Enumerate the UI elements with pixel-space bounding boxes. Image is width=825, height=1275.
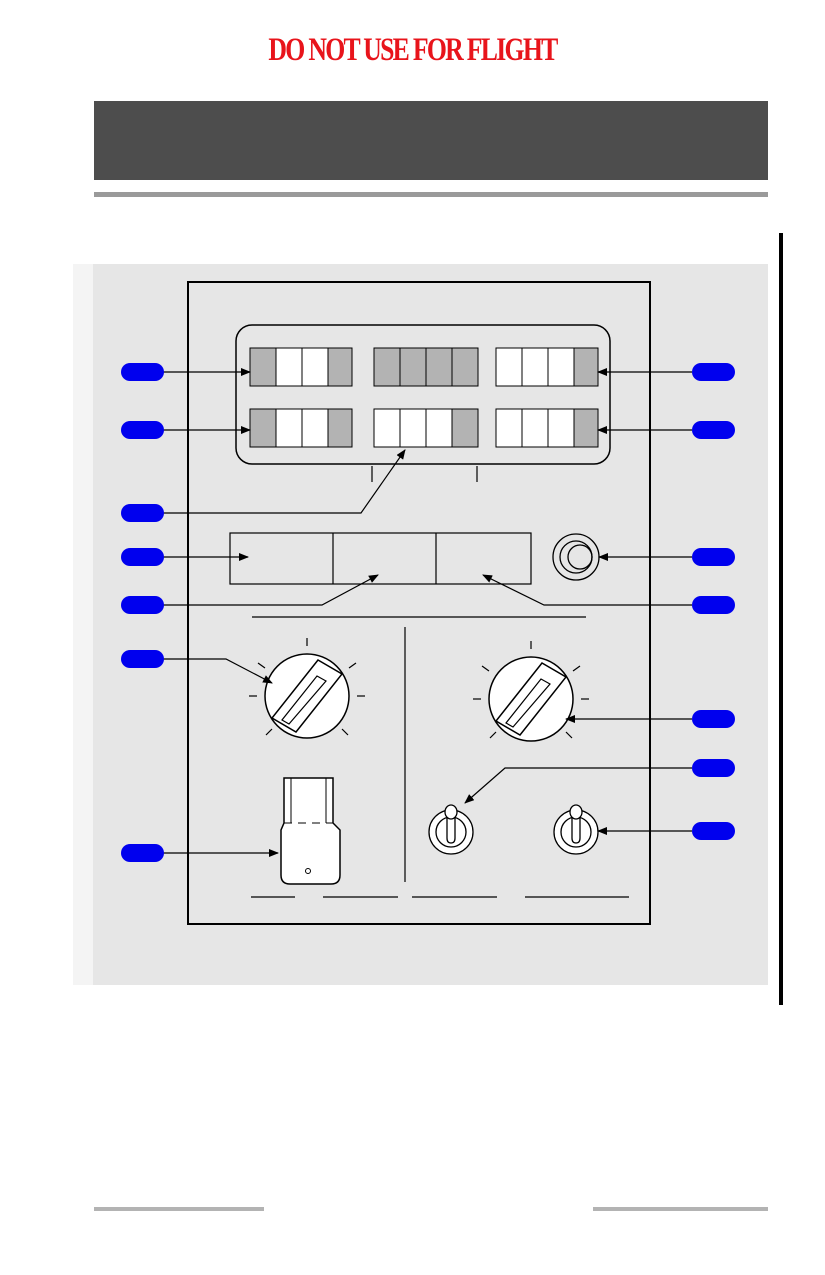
callout-right-7 — [692, 822, 735, 840]
rotary-selector-right-icon — [473, 641, 589, 742]
annunciator-group-top-center — [373, 347, 479, 387]
flight-warning: DO NOT USE FOR FLIGHT — [268, 32, 558, 68]
header-band — [94, 101, 768, 180]
annunciator-group-top-right — [495, 347, 599, 387]
annunciator-enclosure — [235, 324, 611, 465]
annunciator-group-bottom-right — [495, 408, 599, 448]
footer-rule-right — [593, 1207, 768, 1211]
callout-right-5 — [692, 710, 735, 728]
callout-left-7 — [121, 844, 164, 862]
callout-left-5 — [121, 596, 164, 614]
triple-display — [229, 532, 532, 585]
panel-outline — [187, 281, 651, 925]
annunciator-group-top-left — [249, 347, 353, 387]
callout-right-2 — [692, 421, 735, 439]
leader-right-6 — [464, 767, 692, 804]
rotary-selector-left-icon — [249, 638, 365, 739]
callout-left-6 — [121, 650, 164, 668]
leader-left-6 — [163, 658, 273, 684]
callout-left-4 — [121, 548, 164, 566]
leader-left-5 — [163, 574, 379, 606]
change-bar — [779, 233, 783, 1005]
callout-right-6 — [692, 759, 735, 777]
footer-rule-left — [94, 1207, 264, 1211]
callout-right-3 — [692, 548, 735, 566]
leader-right-4 — [482, 574, 692, 606]
annunciator-group-bottom-center — [373, 408, 479, 448]
callout-left-1 — [121, 363, 164, 381]
toggle-switch-left-icon — [428, 804, 474, 855]
callout-right-1 — [692, 363, 735, 381]
guarded-switch-icon — [280, 777, 341, 885]
header-rule — [94, 192, 768, 197]
callout-left-3 — [121, 504, 164, 522]
callout-right-4 — [692, 596, 735, 614]
toggle-switch-right-icon — [553, 804, 599, 855]
figure-edge — [73, 264, 93, 985]
push-button-knob — [552, 533, 600, 581]
annunciator-group-bottom-left — [249, 408, 353, 448]
leader-left-3 — [163, 449, 406, 514]
callout-left-2 — [121, 421, 164, 439]
